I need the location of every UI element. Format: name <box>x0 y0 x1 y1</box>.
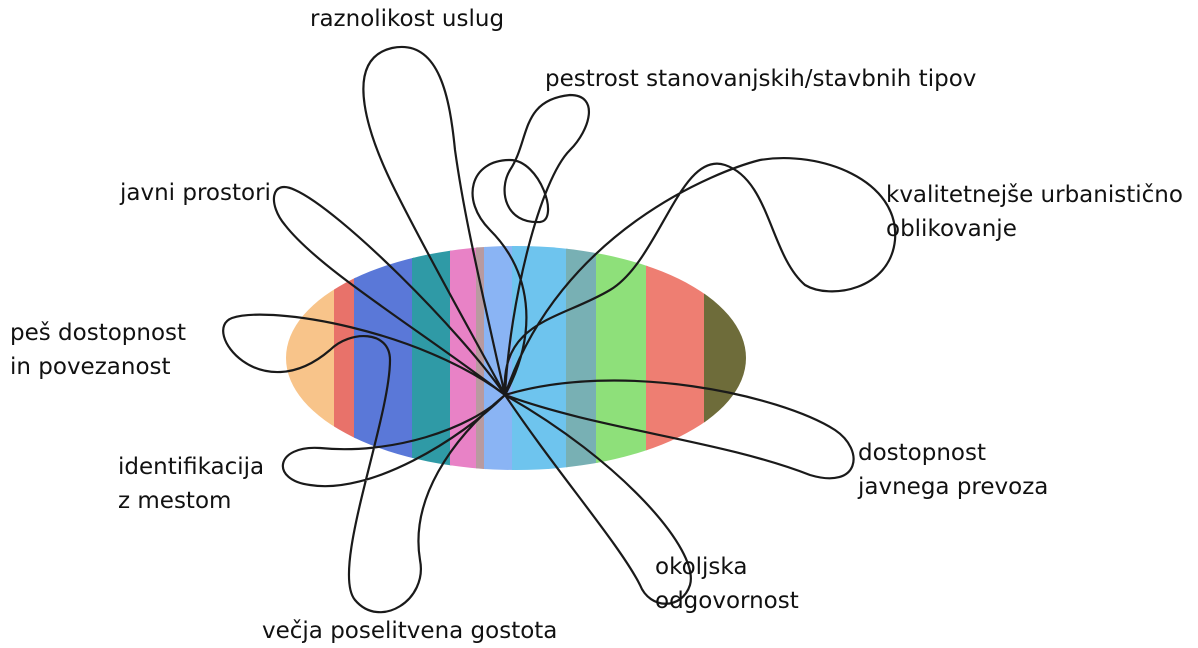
label-transit: dostopnost javnega prevoza <box>858 436 1048 504</box>
stripe <box>704 240 754 480</box>
label-housing: pestrost stanovanjskih/stavbnih tipov <box>545 62 976 96</box>
label-housing-line-1: pestrost stanovanjskih/stavbnih tipov <box>545 62 976 96</box>
stripe <box>596 240 648 480</box>
label-density-line-1: večja poselitvena gostota <box>262 614 557 648</box>
striped-ellipse <box>280 240 754 480</box>
label-walkability-line-2: in povezanost <box>10 350 186 384</box>
label-design-line-1: kvalitetnejše urbanistično <box>886 178 1183 212</box>
label-environment: okoljska odgovornost <box>655 550 799 618</box>
label-walkability-line-1: peš dostopnost <box>10 316 186 350</box>
stripe <box>354 240 414 480</box>
label-environment-line-2: odgovornost <box>655 584 799 618</box>
label-identity: identifikacija z mestom <box>118 450 264 518</box>
label-transit-line-1: dostopnost <box>858 436 1048 470</box>
label-design-line-2: oblikovanje <box>886 212 1183 246</box>
label-public-spaces: javni prostori <box>120 176 271 210</box>
label-services: raznolikost uslug <box>310 2 504 36</box>
label-walkability: peš dostopnost in povezanost <box>10 316 186 384</box>
label-identity-line-2: z mestom <box>118 484 264 518</box>
stripe <box>566 240 598 480</box>
label-transit-line-2: javnega prevoza <box>858 470 1048 504</box>
stripe <box>450 240 478 480</box>
label-identity-line-1: identifikacija <box>118 450 264 484</box>
label-environment-line-1: okoljska <box>655 550 799 584</box>
stripe <box>334 240 356 480</box>
label-design: kvalitetnejše urbanistično oblikovanje <box>886 178 1183 246</box>
stripe <box>280 240 336 480</box>
label-public-spaces-line-1: javni prostori <box>120 176 271 210</box>
label-services-line-1: raznolikost uslug <box>310 2 504 36</box>
label-density: večja poselitvena gostota <box>262 614 557 648</box>
